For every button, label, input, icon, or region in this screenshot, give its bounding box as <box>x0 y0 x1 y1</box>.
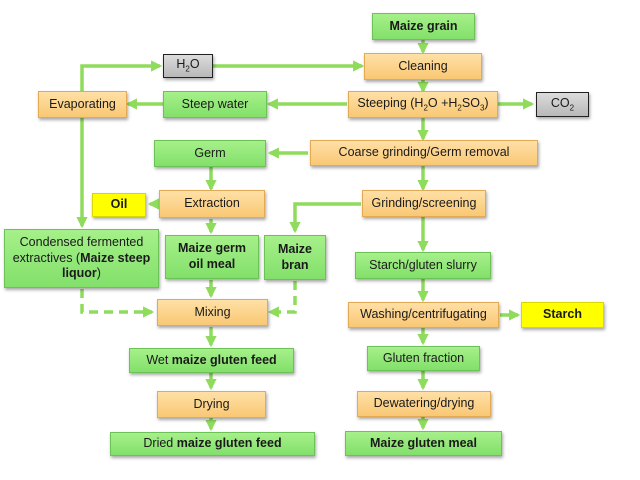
node-germ-label: Germ <box>194 145 226 160</box>
co2-a: CO <box>550 95 570 110</box>
node-drying: Drying <box>157 391 266 418</box>
steeping-e: SO <box>461 95 480 110</box>
node-mixing-label: Mixing <box>194 304 231 319</box>
node-maize-grain-label: Maize grain <box>389 18 458 33</box>
node-maize-grain: Maize grain <box>372 13 475 40</box>
arrow-grinding-to-bran <box>289 202 361 234</box>
node-steeping: Steeping (H2O +H2SO3) <box>348 91 498 118</box>
condensed-line1: Condensed fermented <box>19 235 144 250</box>
node-wet-feed-label: Wet maize gluten feed <box>146 353 276 369</box>
node-dried-maize-gluten-feed: Dried maize gluten feed <box>110 432 315 456</box>
dried-feed-b: maize gluten feed <box>176 436 282 451</box>
node-co2: CO2 <box>536 92 589 117</box>
node-washing-label: Washing/centrifugating <box>360 307 487 322</box>
steeping-d: 2 <box>457 103 462 113</box>
wet-feed-a: Wet <box>146 352 172 367</box>
node-extraction-label: Extraction <box>184 196 240 211</box>
node-starch-slurry-label: Starch/gluten slurry <box>369 257 477 272</box>
node-h2o-label: H2O <box>176 57 199 75</box>
arrow-bran-to-mixing-dashed <box>267 281 297 318</box>
h2o-sub: 2 <box>185 64 190 74</box>
condensed-line2a: extractives ( <box>12 250 81 265</box>
node-oil: Oil <box>92 193 146 217</box>
node-drying-label: Drying <box>193 396 230 411</box>
node-extraction: Extraction <box>159 190 265 218</box>
node-co2-label: CO2 <box>551 96 574 114</box>
node-grinding-screening: Grinding/screening <box>362 190 486 217</box>
node-coarse-grinding: Coarse grinding/Germ removal <box>310 140 538 166</box>
condensed-line2: extractives (Maize steep <box>13 251 151 267</box>
node-steep-water: Steep water <box>163 91 267 118</box>
node-maize-gluten-meal: Maize gluten meal <box>345 431 502 456</box>
node-gluten-fraction-label: Gluten fraction <box>382 350 465 365</box>
node-wet-maize-gluten-feed: Wet maize gluten feed <box>129 348 294 373</box>
h2o-o: O <box>189 57 200 72</box>
node-evaporating: Evaporating <box>38 91 127 118</box>
co2-b: 2 <box>569 103 575 113</box>
condensed-line3a: liquor <box>62 266 97 281</box>
node-coarse-grinding-label: Coarse grinding/Germ removal <box>338 145 510 160</box>
node-steep-water-label: Steep water <box>181 96 249 111</box>
bran-line1: Maize <box>277 241 313 256</box>
node-dewatering-drying: Dewatering/drying <box>357 391 491 417</box>
node-starch-gluten-slurry: Starch/gluten slurry <box>355 252 491 279</box>
steeping-g: ) <box>484 95 489 110</box>
node-evaporating-label: Evaporating <box>49 96 116 111</box>
steeping-f: 3 <box>479 103 485 113</box>
node-dewatering-label: Dewatering/drying <box>373 396 475 411</box>
germ-oil-meal-line1: Maize germ <box>177 241 247 256</box>
node-steeping-label: Steeping (H2O +H2SO3) <box>357 96 488 114</box>
node-cleaning: Cleaning <box>364 53 482 80</box>
wet-feed-b: maize gluten feed <box>171 352 277 367</box>
node-gluten-fraction: Gluten fraction <box>367 346 480 371</box>
steeping-c: O +H <box>427 95 458 110</box>
node-germ: Germ <box>154 140 266 167</box>
steeping-a: Steeping (H <box>357 95 424 110</box>
node-cleaning-label: Cleaning <box>398 58 448 73</box>
node-dried-feed-label: Dried maize gluten feed <box>143 436 281 452</box>
condensed-line3b: ) <box>96 266 101 281</box>
node-gluten-meal-label: Maize gluten meal <box>370 435 477 450</box>
node-grinding-screening-label: Grinding/screening <box>371 195 477 210</box>
node-maize-germ-oil-meal: Maize germ oil meal <box>165 235 259 279</box>
node-maize-bran: Maize bran <box>264 235 326 280</box>
germ-oil-meal-line2: oil meal <box>188 257 236 271</box>
condensed-line3: liquor) <box>62 266 101 282</box>
node-condensed-extractives: Condensed fermented extractives (Maize s… <box>4 229 159 288</box>
bran-line2: bran <box>281 257 309 272</box>
node-starch: Starch <box>521 302 604 328</box>
node-oil-label: Oil <box>110 197 128 212</box>
node-mixing: Mixing <box>157 299 268 326</box>
arrow-condensed-to-mixing-dashed <box>80 289 155 318</box>
node-washing-centrifugating: Washing/centrifugating <box>348 302 499 328</box>
node-h2o: H2O <box>163 54 213 78</box>
steeping-b: 2 <box>423 103 428 113</box>
dried-feed-a: Dried <box>143 436 177 451</box>
arrow-evaporating-to-h2o <box>80 60 163 91</box>
condensed-line2b: Maize steep <box>80 250 151 265</box>
h2o-h: H <box>176 57 186 72</box>
node-starch-label: Starch <box>543 307 582 322</box>
